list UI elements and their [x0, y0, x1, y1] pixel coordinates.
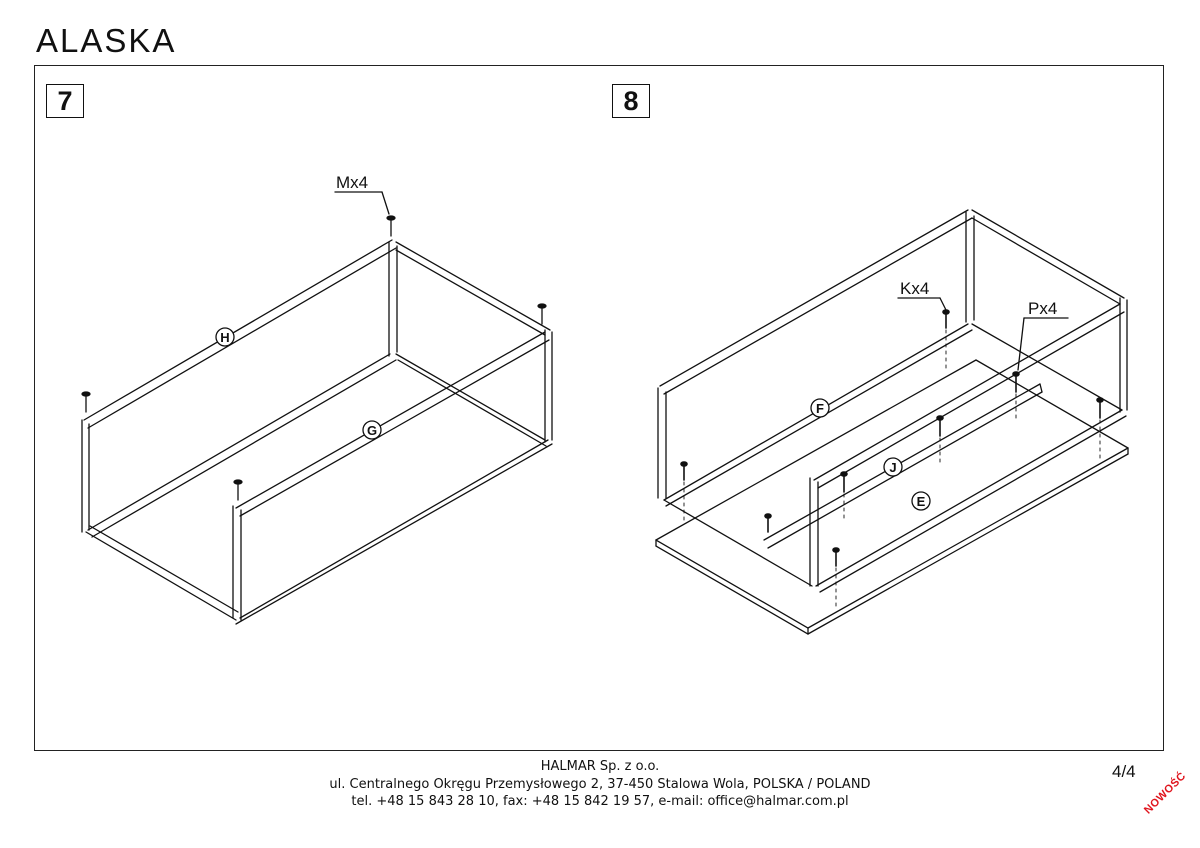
part-label-h: H: [215, 327, 235, 347]
callout-mx4: Mx4: [336, 173, 368, 192]
part-j-text: J: [889, 460, 896, 475]
step-8-number: 8: [612, 84, 650, 118]
screw-k-icon: [680, 309, 1104, 567]
step-8-frame-drawing: [655, 209, 1129, 635]
callout-kx4: Kx4: [900, 279, 929, 298]
part-label-e: E: [911, 491, 931, 511]
part-g-text: G: [367, 423, 377, 438]
footer: HALMAR Sp. z o.o. ul. Centralnego Okręgu…: [0, 758, 1200, 811]
instruction-frame: [34, 65, 1164, 751]
footer-address: ul. Centralnego Okręgu Przemysłowego 2, …: [329, 776, 871, 792]
part-e-text: E: [917, 494, 926, 509]
part-f-text: F: [816, 401, 824, 416]
footer-contact: tel. +48 15 843 28 10, fax: +48 15 842 1…: [351, 794, 849, 809]
part-h-text: H: [220, 330, 229, 345]
callout-px4: Px4: [1028, 299, 1057, 318]
footer-company: HALMAR Sp. z o.o.: [540, 759, 660, 774]
screw-m-icon: [81, 215, 547, 501]
document-title: ALASKA: [36, 22, 177, 59]
step-7-frame-drawing: [81, 191, 553, 625]
page-number: 4/4: [1112, 762, 1136, 781]
part-label-g: G: [362, 420, 382, 440]
part-label-f: F: [810, 398, 830, 418]
part-label-j: J: [883, 457, 903, 477]
step-7-number: 7: [46, 84, 84, 118]
